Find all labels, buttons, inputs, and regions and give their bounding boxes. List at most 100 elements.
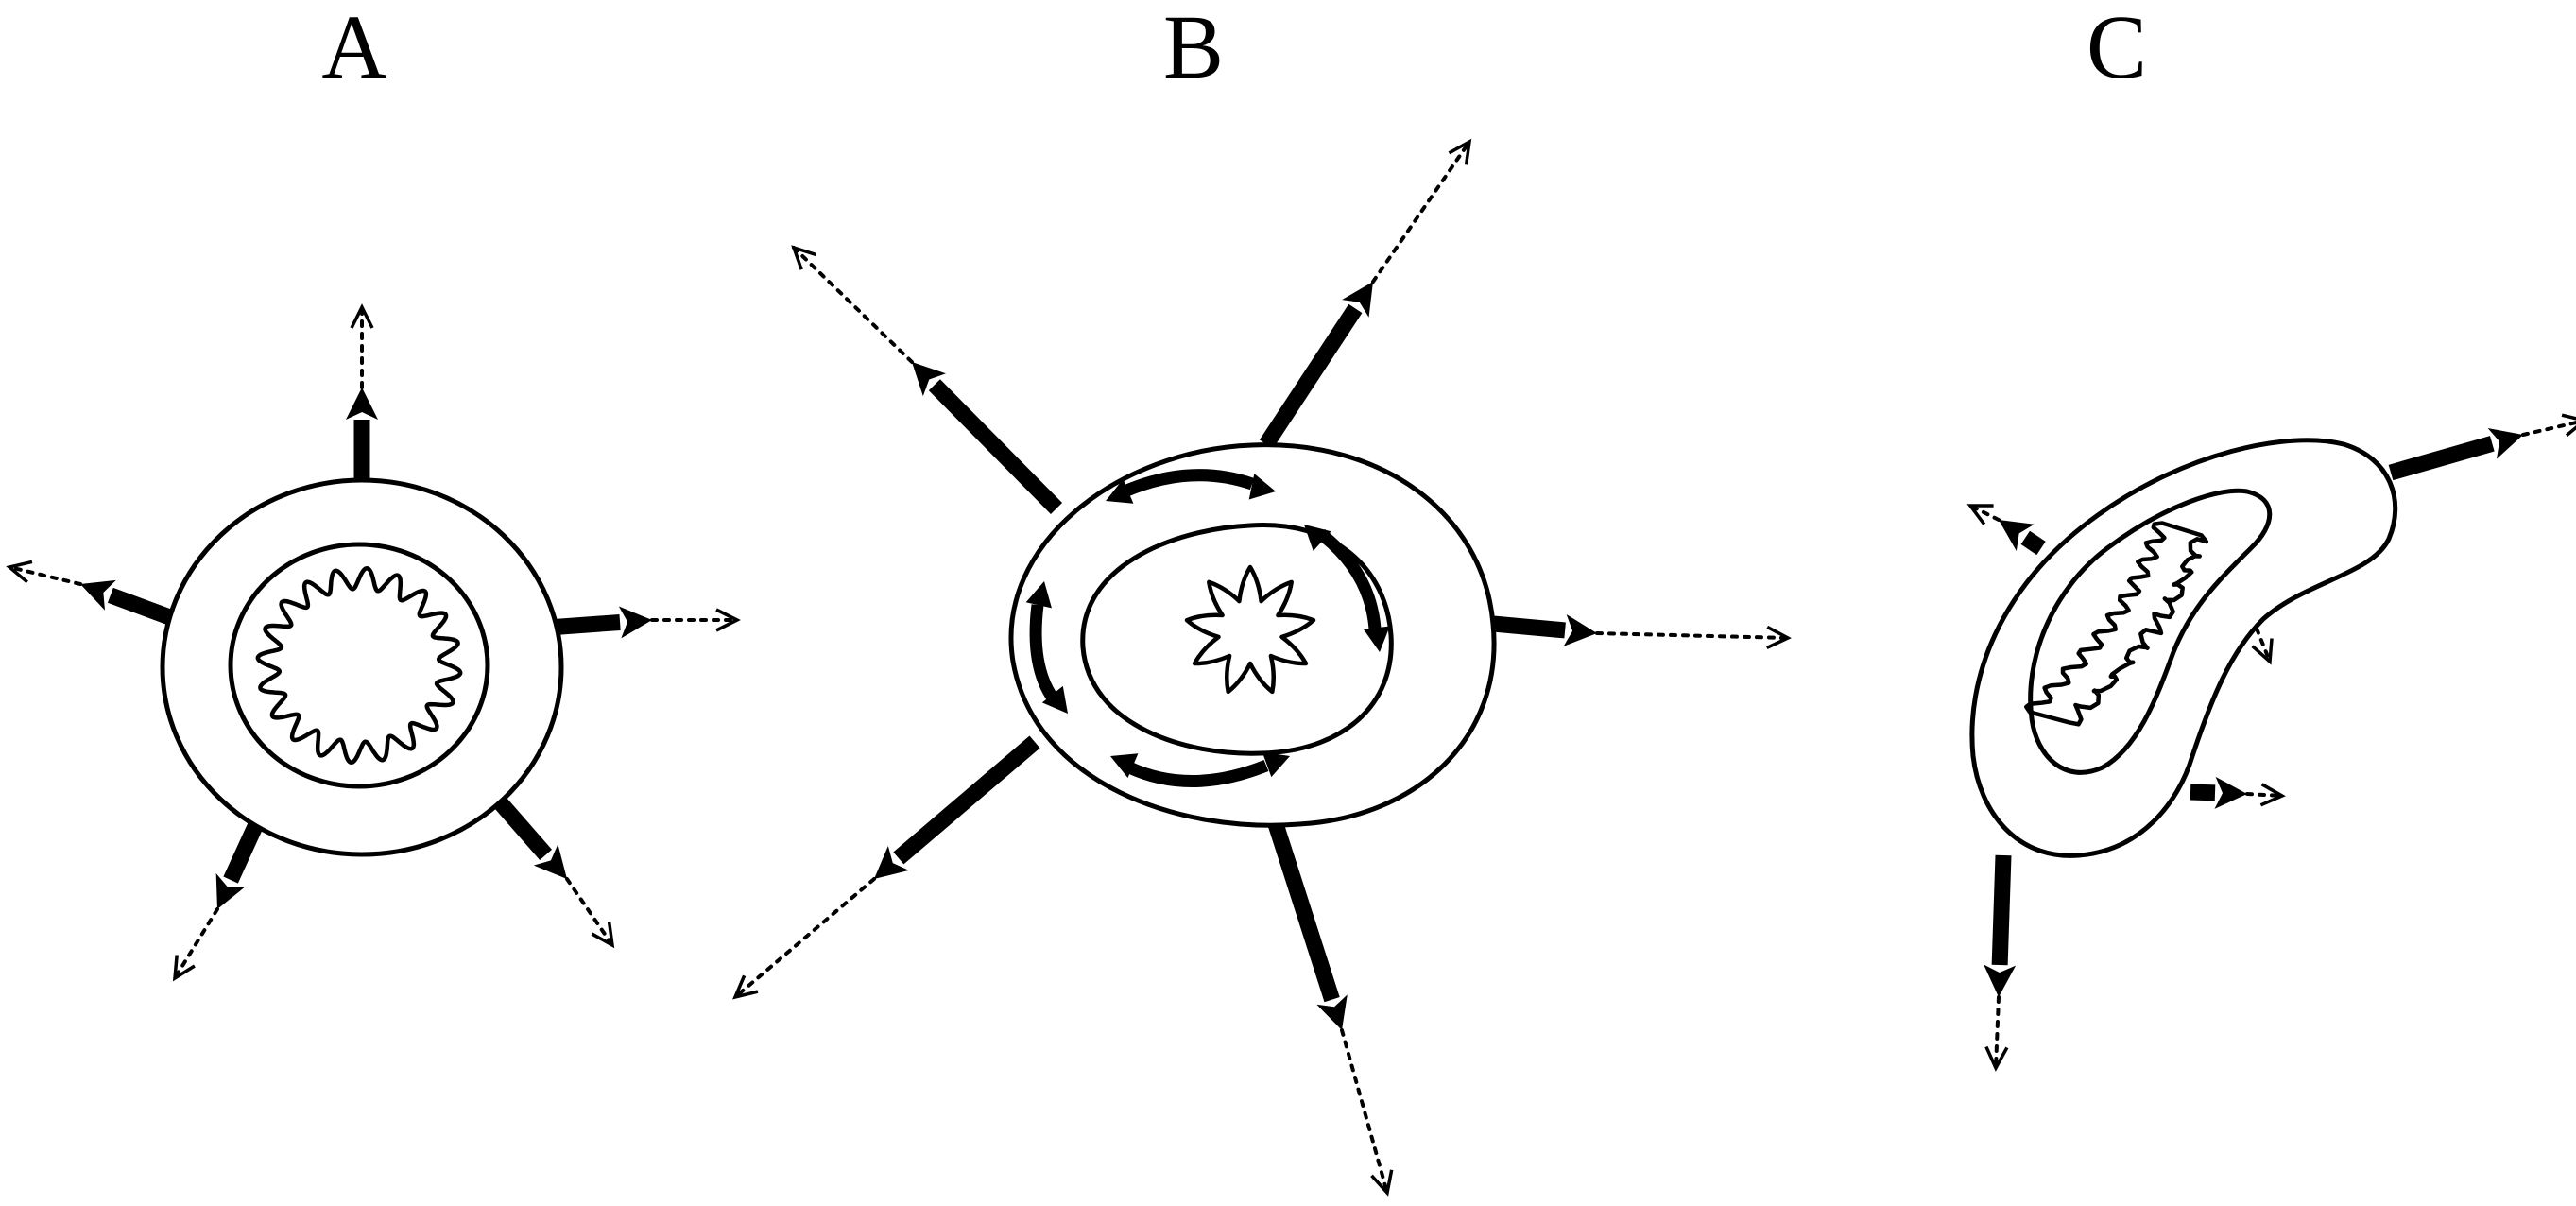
b-arrow-downleft-extension [733, 877, 876, 999]
a-arrow-downleft-open-head [172, 955, 196, 982]
panel-a-outer-wall [160, 477, 564, 857]
panel-c-outer-wall [1969, 438, 2398, 858]
c-arrow-down-open-head [1984, 1045, 2009, 1072]
b-curved-bottom-tail-head [1110, 753, 1139, 779]
b-curved-left-head [1041, 685, 1068, 714]
panel-b-arrows [732, 138, 1792, 1197]
panel-c-inner-wall [2028, 488, 2273, 775]
a-arrow-right-shaft [547, 613, 621, 636]
a-arrow-right [547, 606, 741, 639]
b-curved-top-body [1122, 469, 1255, 497]
a-arrow-downleft [172, 818, 265, 982]
c-arrow-right-low [2190, 776, 2286, 809]
a-arrow-downleft-head [215, 873, 246, 909]
a-arrow-left-open-head [6, 560, 33, 584]
a-arrow-up-open-head [350, 303, 374, 329]
a-arrow-left-shaft [107, 587, 178, 627]
c-arrow-right-top-open-head [2561, 413, 2576, 438]
b-arrow-down [1267, 821, 1394, 1197]
b-curved-right-body [1316, 528, 1382, 629]
panel-a-diagram [6, 303, 741, 982]
c-arrow-upleft [1966, 504, 2046, 556]
c-arrow-right-low-head [2214, 776, 2247, 809]
b-curved-top-head [1248, 474, 1276, 500]
a-arrow-right-head [618, 606, 652, 639]
b-arrow-right-shaft [1492, 615, 1566, 639]
c-arrow-right-top-head [2487, 427, 2523, 459]
a-arrow-left-extension [8, 565, 82, 586]
panel-c-label: C [2086, 0, 2148, 97]
b-arrow-downleft-head [874, 846, 909, 879]
a-arrow-downright [494, 798, 615, 949]
c-arrow-upleft-head [1999, 520, 2035, 552]
b-curved-left-tail-head [1025, 581, 1052, 609]
b-arrow-upright-open-head [1448, 138, 1472, 165]
a-arrow-downleft-extension [173, 907, 219, 980]
panel-a: A [0, 0, 741, 1206]
a-arrow-left [6, 560, 178, 627]
c-arrow-down-mid-open-head [2251, 638, 2274, 665]
a-arrow-downright-shaft [494, 798, 553, 861]
panel-c-diagram [1966, 413, 2576, 1072]
panel-b-star-lumen [1184, 564, 1316, 695]
b-arrow-upleft [791, 245, 1063, 514]
panel-b: B [718, 0, 1814, 1206]
c-arrow-right-top-extension [2521, 421, 2576, 437]
c-arrow-down-shaft [1991, 854, 2012, 966]
b-curved-bottom [1110, 751, 1290, 787]
b-arrow-upright-shaft [1259, 303, 1363, 449]
b-arrow-right-open-head [1765, 625, 1792, 650]
a-arrow-left-head [80, 579, 116, 611]
b-arrow-down-open-head [1370, 1169, 1394, 1197]
b-arrow-upleft-head [912, 362, 946, 397]
b-curved-right-tail-head [1304, 525, 1331, 551]
c-arrow-upleft-extension [1968, 504, 2001, 522]
b-curved-top-tail-head [1106, 478, 1134, 504]
c-arrow-right-low-open-head [2259, 783, 2286, 807]
b-arrow-upleft-extension [792, 246, 914, 364]
b-arrow-right [1492, 613, 1792, 650]
c-arrow-upleft-shaft [2020, 530, 2046, 556]
panel-a-folded-lumen [255, 566, 463, 765]
panel-b-outer-wall [1008, 442, 1497, 828]
b-arrow-downleft-shaft [893, 735, 1040, 865]
panel-c: C [1814, 0, 2576, 1206]
c-arrow-down-head [1984, 964, 2017, 997]
b-arrow-upright-extension [1371, 140, 1471, 284]
b-curved-bottom-head [1262, 751, 1290, 778]
b-arrow-upright-head [1342, 282, 1373, 318]
a-arrow-right-open-head [715, 608, 741, 632]
a-arrow-up-head [346, 388, 378, 420]
b-arrow-down-head [1316, 994, 1348, 1030]
b-curved-left [1025, 581, 1068, 714]
b-arrow-down-extension [1340, 1028, 1389, 1195]
panel-b-circulation-arrows [1025, 469, 1390, 787]
a-arrow-downright-open-head [591, 922, 615, 949]
b-curved-right-head [1363, 626, 1390, 652]
a-arrow-downright-extension [565, 877, 614, 947]
b-arrow-right-extension [1595, 631, 1790, 640]
a-arrow-downleft-shaft [223, 818, 265, 884]
b-arrow-upleft-open-head [791, 245, 816, 270]
c-arrow-upleft-open-head [1966, 504, 1994, 525]
b-curved-bottom-body [1126, 759, 1269, 787]
b-arrow-downleft [732, 735, 1040, 1000]
panel-b-label: B [1162, 0, 1225, 97]
c-arrow-down [1984, 854, 2017, 1072]
c-arrow-down-mid-extension [2255, 627, 2272, 663]
b-arrow-right-head [1563, 613, 1597, 646]
b-curved-top [1106, 469, 1276, 504]
b-arrow-upright [1259, 138, 1472, 449]
panel-a-label: A [321, 0, 387, 97]
c-arrow-right-low-extension [2245, 792, 2284, 798]
c-arrow-right-top [2388, 413, 2576, 481]
a-arrow-downright-head [533, 844, 567, 879]
panel-a-arrows [6, 303, 741, 982]
c-arrow-down-extension [1994, 995, 2001, 1070]
a-arrow-up [346, 303, 378, 480]
b-arrow-upleft-shaft [928, 379, 1063, 514]
b-arrow-down-shaft [1267, 821, 1340, 1003]
panel-a-inner-wall [228, 542, 490, 789]
b-curved-left-body [1029, 604, 1059, 703]
c-arrow-right-top-shaft [2388, 436, 2495, 481]
